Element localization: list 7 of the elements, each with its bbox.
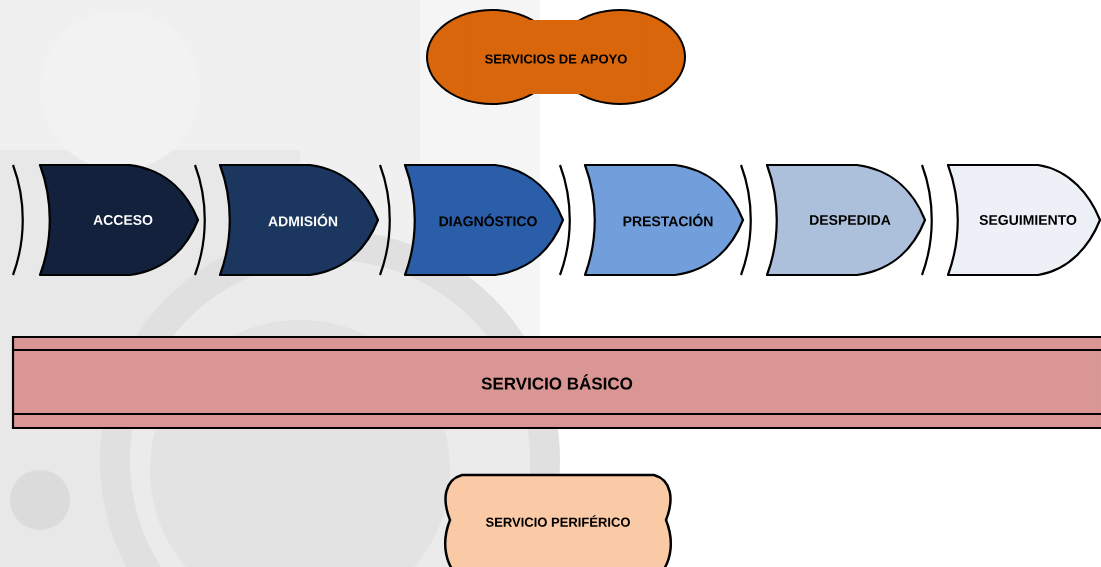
process-step: ACCESO — [38, 163, 200, 277]
process-step: PRESTACIÓN — [583, 163, 745, 277]
process-step: DESPEDIDA — [765, 163, 927, 277]
basic-service-band: SERVICIO BÁSICO — [11, 335, 1101, 430]
process-step: SEGUIMIENTO — [946, 163, 1101, 277]
process-step: ADMISIÓN — [218, 163, 380, 277]
process-step: DIAGNÓSTICO — [403, 163, 565, 277]
